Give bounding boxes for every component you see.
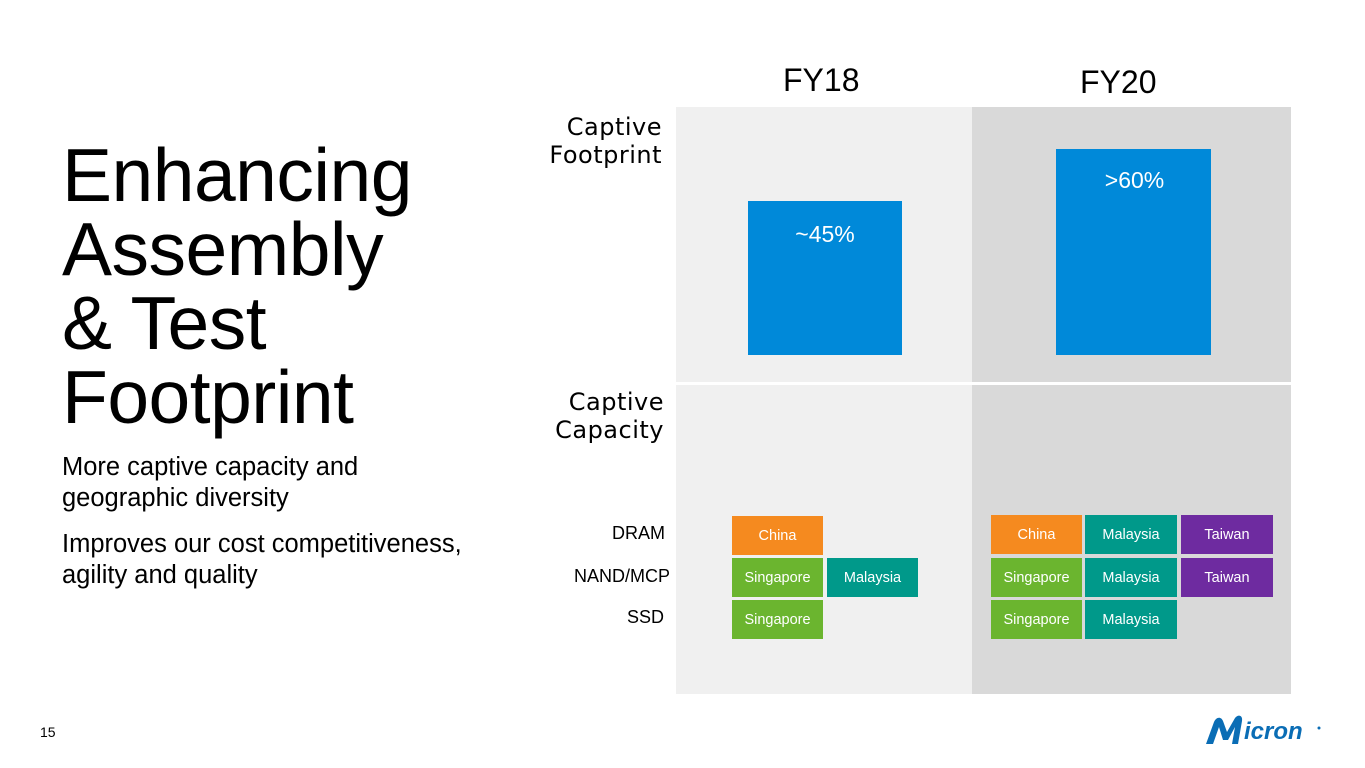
tile-fy20-dram-taiwan: Taiwan [1181,515,1273,554]
title-line-3: & Test [62,281,267,365]
captive-capacity-label: Captive Capacity [500,388,664,444]
bullet-list: More captive capacity and geographic div… [62,452,482,606]
captive-footprint-label: Captive Footprint [500,113,662,169]
year-header-fy20: FY20 [1080,64,1157,100]
tile-fy18-nand-malaysia: Malaysia [827,558,918,597]
fy18-panel [676,107,972,694]
captive-footprint-text: Captive Footprint [549,113,662,169]
bar-label-fy20: >60% [1104,167,1165,193]
panel-divider [676,382,1291,385]
svg-text:icron: icron [1244,718,1303,745]
tile-fy18-ssd-singapore: Singapore [732,600,823,639]
title-line-1: Enhancing [62,133,412,217]
captive-capacity-text: Captive Capacity [555,388,664,444]
product-label-ssd: SSD [626,607,664,627]
tile-fy18-dram-china: China [732,516,823,555]
title-line-2: Assembly [62,207,384,291]
product-label-dram: DRAM [612,523,665,543]
tile-fy20-ssd-singapore: Singapore [991,600,1082,639]
tile-fy20-dram-malaysia: Malaysia [1085,515,1177,554]
tile-fy20-nand-taiwan: Taiwan [1181,558,1273,597]
title-line-4: Footprint [62,355,354,439]
micron-logo: icron [1204,712,1322,748]
bullet-item: Improves our cost competitiveness, agili… [62,530,462,589]
bar-label-fy18: ~45% [795,221,855,247]
product-label-nand: NAND/MCP [573,566,670,586]
page-number: 15 [40,724,56,740]
tile-fy20-ssd-malaysia: Malaysia [1085,600,1177,639]
tile-fy18-nand-singapore: Singapore [732,558,823,597]
bar-fy18: ~45% [748,201,902,355]
tile-fy20-nand-singapore: Singapore [991,558,1082,597]
bar-fy20: >60% [1056,149,1211,355]
year-header-fy18: FY18 [783,62,860,98]
micron-logo-icon: icron [1206,715,1321,745]
tile-fy20-nand-malaysia: Malaysia [1085,558,1177,597]
tile-fy20-dram-china: China [991,515,1082,554]
slide-title: Enhancing Assembly & Test Footprint [62,133,412,439]
bullet-item: More captive capacity and geographic div… [62,453,359,512]
